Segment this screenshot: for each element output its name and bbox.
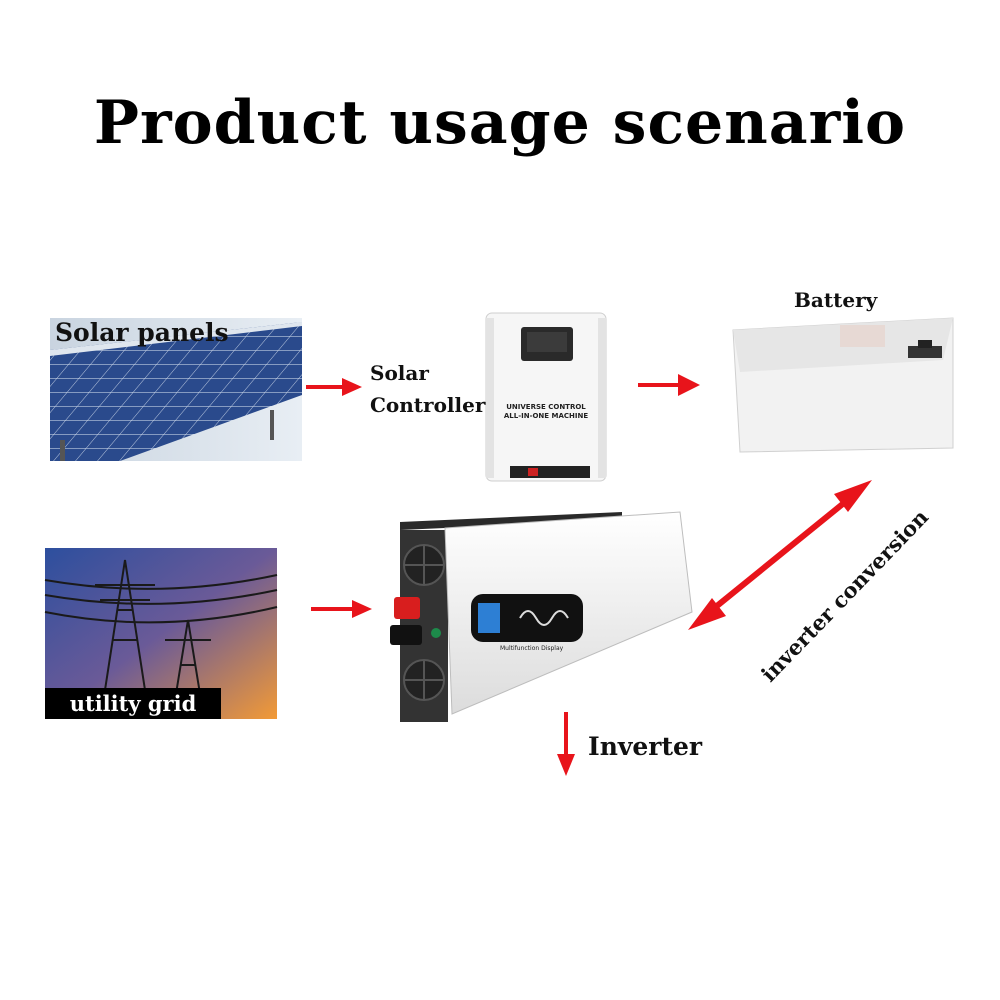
page-title: Product usage scenario bbox=[93, 88, 907, 158]
controller-device-text-2: ALL-IN-ONE MACHINE bbox=[504, 412, 588, 420]
arrow-inverter-battery-bidirectional bbox=[688, 480, 872, 630]
inverter-device-text: Multifunction Display bbox=[500, 645, 564, 652]
battery-image bbox=[732, 317, 954, 453]
solar-controller-label-line1: Solar bbox=[370, 361, 429, 385]
controller-device-text-1: UNIVERSE CONTROL bbox=[506, 403, 586, 411]
utility-grid-label: utility grid bbox=[45, 688, 221, 719]
solar-panels-image bbox=[50, 318, 302, 461]
solar-panels-label: Solar panels bbox=[55, 318, 229, 347]
arrow-panels-to-controller bbox=[306, 378, 362, 396]
battery-label: Battery bbox=[794, 288, 878, 312]
solar-controller-label: Solar Controller bbox=[370, 357, 485, 421]
solar-controller-label-line2: Controller bbox=[370, 393, 486, 417]
solar-controller-image: UNIVERSE CONTROL ALL-IN-ONE MACHINE bbox=[485, 312, 607, 482]
arrow-controller-to-battery bbox=[638, 374, 700, 396]
inverter-label: Inverter bbox=[588, 732, 703, 761]
arrow-grid-to-inverter bbox=[311, 600, 372, 618]
inverter-image: Multifunction Display bbox=[390, 511, 693, 722]
arrow-inverter-output bbox=[557, 712, 575, 776]
